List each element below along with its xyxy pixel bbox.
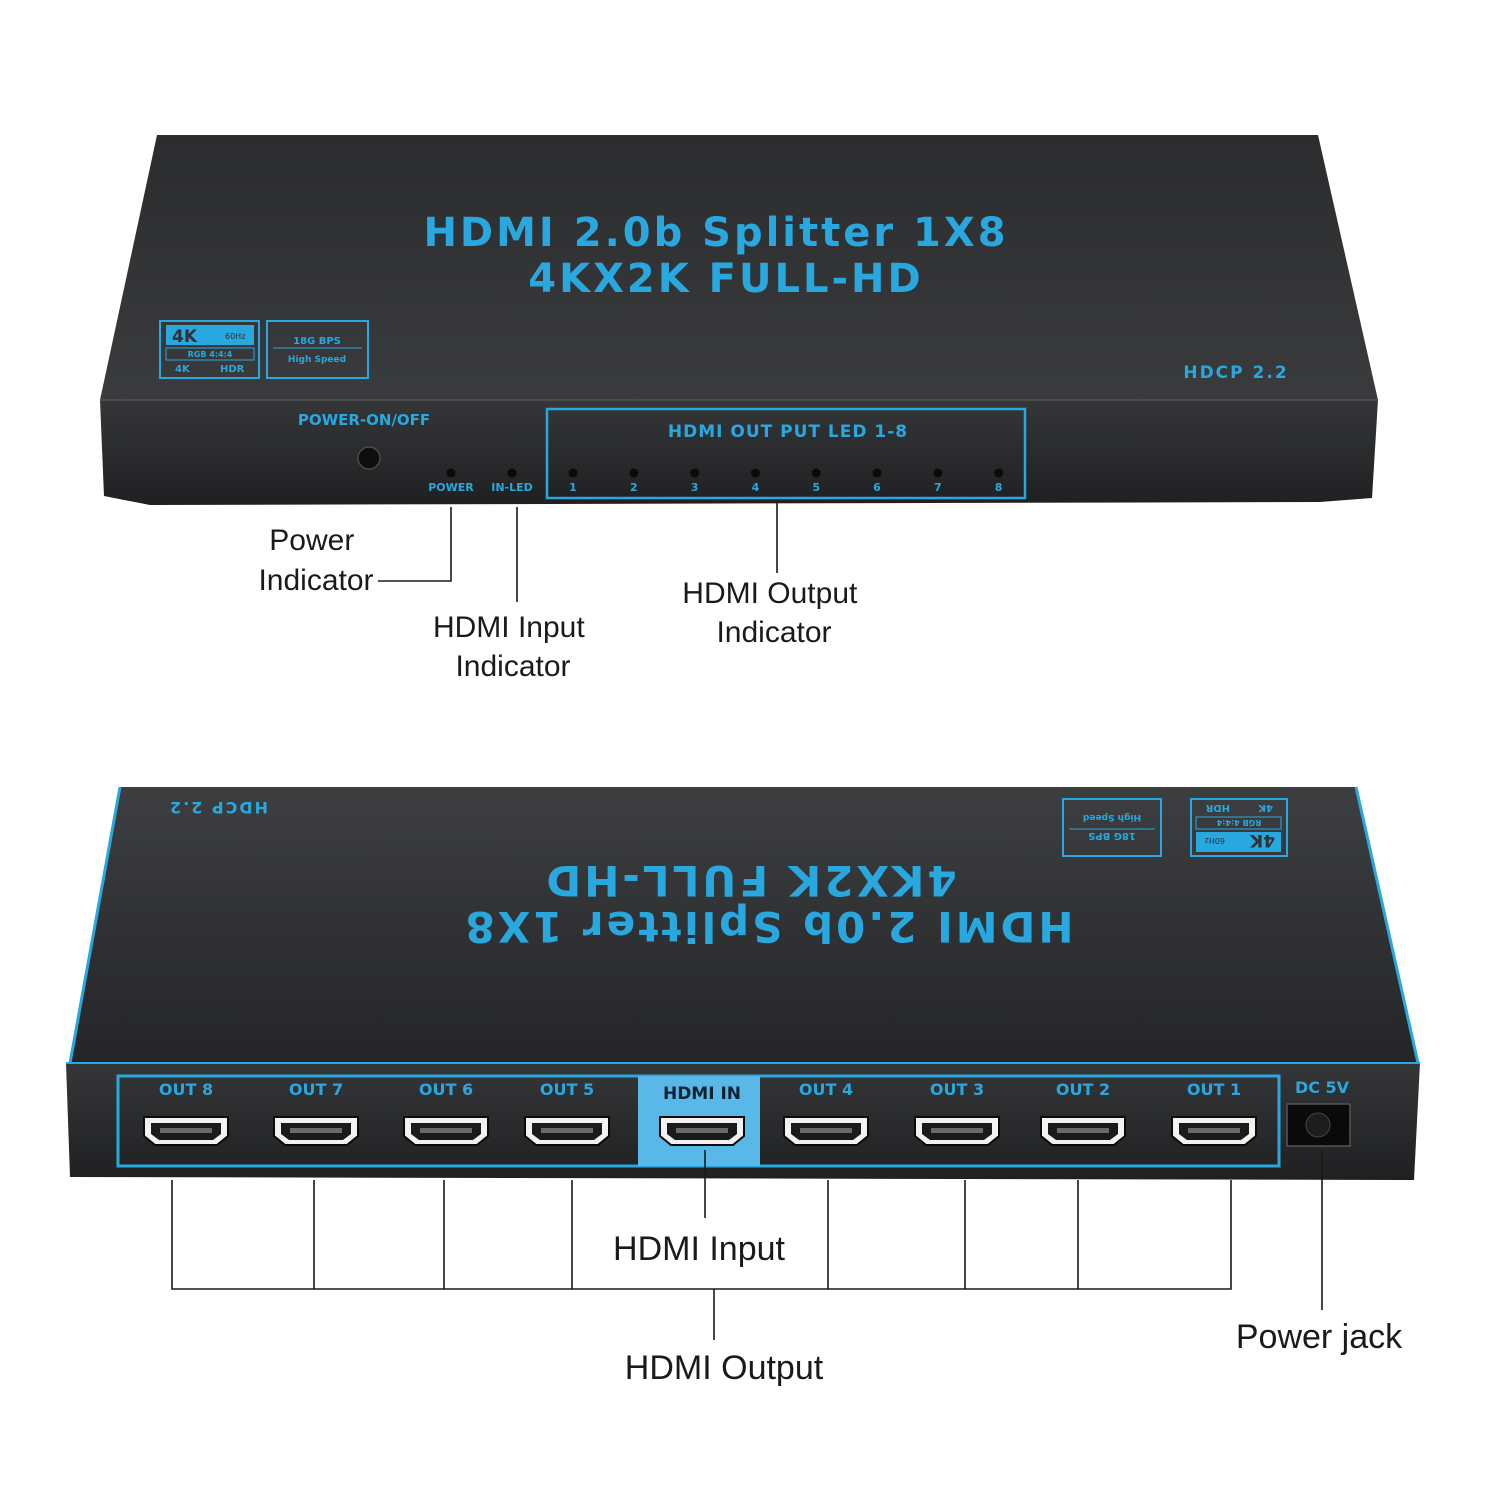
port-label-out-3: OUT 3 bbox=[930, 1080, 984, 1099]
bottom-4k-hdr-badge: 4K 60Hz RGB 4:4:4 4K HDR bbox=[1190, 798, 1288, 857]
power-indicator-callout-line1: Power bbox=[269, 524, 354, 557]
out-led-number-6: 6 bbox=[873, 481, 881, 494]
out-led-panel bbox=[545, 407, 1027, 500]
svg-text:HDMI Input Indicator: HDMI Input Indicator bbox=[433, 611, 593, 683]
bottom-title-line1: HDMI 2.0b Splitter 1X8 bbox=[462, 902, 1073, 951]
port-label-out-8: OUT 8 bbox=[159, 1080, 213, 1099]
svg-text:Power Indicator: Power Indicator bbox=[258, 524, 373, 597]
hdmi-port-row: OUT 8 OUT 7 OUT 6 OUT 5 HDMI IN OUT 4 OUT 3 OUT… bbox=[143, 1080, 1257, 1146]
top-callout-lines bbox=[378, 500, 778, 602]
bottom-title-line2: 4KX2K FULL-HD bbox=[543, 856, 956, 905]
in-led bbox=[507, 468, 517, 478]
top-18g-badge: 18G BPS High Speed bbox=[266, 320, 369, 379]
out-led-number-2: 2 bbox=[630, 481, 638, 494]
bottom-18g-badge: 18G BPS High Speed bbox=[1062, 798, 1162, 857]
badge-speed-text: High Speed bbox=[288, 355, 346, 365]
port-label-out-2: OUT 2 bbox=[1056, 1080, 1110, 1099]
hdmi-output-callout: HDMI Output bbox=[625, 1349, 824, 1387]
out-led-1 bbox=[568, 468, 578, 478]
out-led-4 bbox=[750, 468, 760, 478]
port-label-hdmi-in: HDMI IN bbox=[663, 1084, 741, 1104]
power-led bbox=[446, 468, 456, 478]
hdmi-port-pins bbox=[160, 1128, 212, 1133]
out-led-number-4: 4 bbox=[752, 481, 760, 494]
port-label-out-5: OUT 5 bbox=[540, 1080, 594, 1099]
power-jack-callout: Power jack bbox=[1236, 1318, 1403, 1356]
badge-4k-small-text: 4K bbox=[175, 364, 191, 375]
dc-5v-label: DC 5V bbox=[1295, 1078, 1350, 1097]
badge-4k-text: 4K bbox=[172, 327, 198, 347]
out-led-number-5: 5 bbox=[812, 481, 820, 494]
hdmi-input-callout: HDMI Input bbox=[613, 1230, 785, 1268]
in-led-label: IN-LED bbox=[491, 481, 533, 494]
bottom-callout-lines bbox=[171, 1150, 1323, 1340]
port-label-out-1: OUT 1 bbox=[1187, 1080, 1241, 1099]
out-led-5 bbox=[811, 468, 821, 478]
power-switch-label: POWER-ON/OFF bbox=[298, 411, 430, 429]
port-label-out-7: OUT 7 bbox=[289, 1080, 343, 1099]
hdmi-output-indicator-callout-line2: Indicator bbox=[716, 616, 831, 649]
top-title-line2: 4KX2K FULL-HD bbox=[528, 256, 923, 302]
hdmi-port-pins bbox=[1057, 1128, 1109, 1133]
hdmi-port-pins bbox=[800, 1128, 852, 1133]
top-4k-hdr-badge: 4K 60Hz RGB 4:4:4 4K HDR bbox=[159, 320, 260, 379]
hdmi-port-pins bbox=[931, 1128, 983, 1133]
out-led-7 bbox=[933, 468, 943, 478]
out-led-title: HDMI OUT PUT LED 1-8 bbox=[668, 422, 908, 442]
hdmi-output-indicator-callout-line1: HDMI Output bbox=[682, 577, 858, 610]
bottom-badge-speed-text: High Speed bbox=[1083, 812, 1141, 822]
out-led-6 bbox=[872, 468, 882, 478]
power-led-label: POWER bbox=[428, 481, 474, 494]
bottom-badge-4k-small-text: 4K bbox=[1257, 802, 1273, 813]
top-title-line1: HDMI 2.0b Splitter 1X8 bbox=[423, 210, 1008, 256]
hdmi-port-pins bbox=[1188, 1128, 1240, 1133]
out-led-number-3: 3 bbox=[691, 481, 699, 494]
bottom-badge-hdr-text: HDR bbox=[1205, 802, 1230, 813]
out-led-8 bbox=[994, 468, 1004, 478]
top-hdcp-label: HDCP 2.2 bbox=[1183, 363, 1288, 383]
top-unit-lid bbox=[100, 135, 1378, 400]
hdmi-port-pins bbox=[420, 1128, 472, 1133]
out-led-row: 1 2 3 4 5 6 7 8 bbox=[568, 468, 1004, 494]
top-splitter-unit: HDMI 2.0b Splitter 1X8 4KX2K FULL-HD 4K … bbox=[100, 135, 1378, 505]
hdmi-port-pins bbox=[676, 1128, 728, 1133]
hdmi-port-pins bbox=[541, 1128, 593, 1133]
top-unit-front-panel bbox=[100, 400, 1378, 505]
badge-hdr-text: HDR bbox=[220, 364, 245, 375]
badge-bps-text: 18G BPS bbox=[293, 336, 341, 347]
port-label-out-6: OUT 6 bbox=[419, 1080, 473, 1099]
bottom-badge-bps-text: 18G BPS bbox=[1088, 830, 1136, 841]
out-led-number-8: 8 bbox=[995, 481, 1003, 494]
out-led-number-7: 7 bbox=[934, 481, 942, 494]
svg-text:HDMI Output Indicator: HDMI Output Indicator bbox=[682, 577, 865, 649]
bottom-badge-rgb-text: RGB 4:4:4 bbox=[1216, 818, 1261, 827]
out-led-3 bbox=[690, 468, 700, 478]
bottom-splitter-unit: HDMI 2.0b Splitter 1X8 4KX2K FULL-HD HDC… bbox=[66, 786, 1420, 1180]
badge-60hz-text: 60Hz bbox=[225, 332, 245, 341]
badge-rgb-text: RGB 4:4:4 bbox=[188, 350, 233, 359]
bottom-badge-4k-text: 4K bbox=[1249, 830, 1275, 850]
hdmi-input-indicator-callout-line1: HDMI Input bbox=[433, 611, 585, 644]
out-led-2 bbox=[629, 468, 639, 478]
power-switch-button[interactable] bbox=[357, 446, 381, 470]
power-indicator-callout-line2: Indicator bbox=[258, 564, 373, 597]
port-label-out-4: OUT 4 bbox=[799, 1080, 853, 1099]
hdmi-input-indicator-callout-line2: Indicator bbox=[455, 650, 570, 683]
out-led-number-1: 1 bbox=[569, 481, 577, 494]
bottom-badge-60hz-text: 60Hz bbox=[1205, 836, 1225, 845]
bottom-hdcp-label: HDCP 2.2 bbox=[168, 798, 268, 817]
hdmi-port-pins bbox=[290, 1128, 342, 1133]
